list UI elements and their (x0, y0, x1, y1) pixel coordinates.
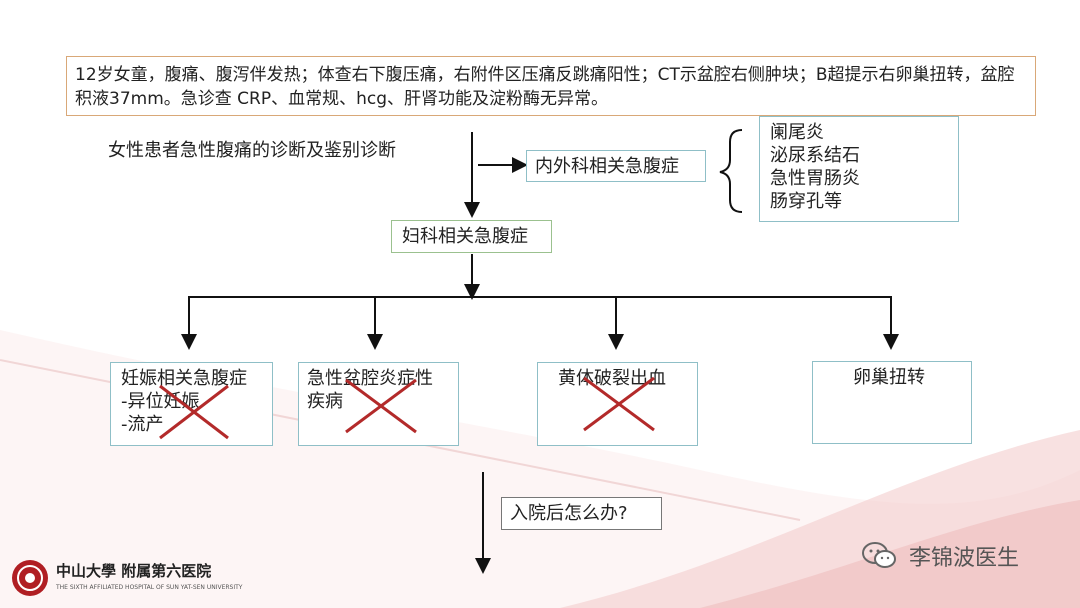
branch-label: 急性盆腔炎症性疾病 (307, 368, 433, 412)
logo-sub-text: THE SIXTH AFFILIATED HOSPITAL OF SUN YAT… (56, 584, 243, 591)
gynecology-box: 妇科相关急腹症 (391, 220, 552, 253)
watermark-text: 李锦波医生 (909, 546, 1020, 571)
internal-list-item: 泌尿系结石 (770, 145, 860, 166)
cross-mark (159, 384, 229, 440)
gynecology-label: 妇科相关急腹症 (402, 226, 528, 247)
logo-main-text: 中山大學 附属第六医院 (56, 562, 212, 580)
branch-label: 妊娠相关急腹症 -异位妊娠 -流产 (121, 368, 247, 435)
branch-label: 卵巢扭转 (853, 367, 925, 388)
branch-label: 黄体破裂出血 (558, 368, 666, 389)
internal-list-item: 急性胃肠炎 (770, 168, 860, 189)
internal-list-box: 阑尾炎 泌尿系结石 急性胃肠炎 肠穿孔等 (759, 116, 959, 222)
branch-ovarian-torsion: 卵巢扭转 (812, 361, 972, 444)
cross-mark (583, 376, 655, 432)
case-summary-box: 12岁女童，腹痛、腹泻伴发热；体查右下腹压痛，右附件区压痛反跳痛阳性；CT示盆腔… (66, 56, 1036, 116)
branch-pregnancy: 妊娠相关急腹症 -异位妊娠 -流产 (110, 362, 273, 446)
question-box: 入院后怎么办? (501, 497, 662, 530)
watermark: 李锦波医生 (862, 540, 1019, 572)
internal-list-item: 阑尾炎 (770, 122, 824, 143)
branch-corpus-luteum: 黄体破裂出血 (537, 362, 698, 446)
hospital-logo: 中山大學 附属第六医院 THE SIXTH AFFILIATED HOSPITA… (10, 558, 250, 604)
cross-mark (345, 378, 417, 434)
case-summary-text: 12岁女童，腹痛、腹泻伴发热；体查右下腹压痛，右附件区压痛反跳痛阳性；CT示盆腔… (75, 65, 1015, 109)
internal-list-item: 肠穿孔等 (770, 191, 842, 212)
flow-title: 女性患者急性腹痛的诊断及鉴别诊断 (108, 140, 396, 161)
internal-surgical-label: 内外科相关急腹症 (535, 156, 679, 177)
internal-surgical-box: 内外科相关急腹症 (526, 150, 706, 182)
hospital-seal-icon (12, 560, 48, 596)
wechat-icon (862, 542, 896, 568)
question-label: 入院后怎么办? (510, 503, 628, 524)
